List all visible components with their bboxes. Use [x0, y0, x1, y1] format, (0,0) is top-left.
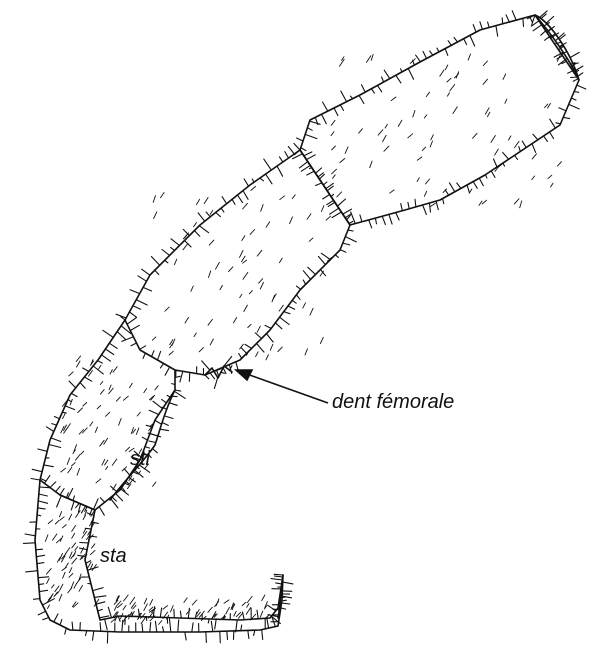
label-sti: sti [130, 449, 150, 469]
femur-segment [125, 150, 350, 375]
tarsus-segment [35, 480, 283, 632]
tibia-inner-edge [110, 390, 175, 500]
label-sta: sta [100, 546, 127, 566]
tarsal-joint [60, 495, 95, 510]
pointer-arrow [236, 370, 328, 403]
label-femoral-tooth: dent fémorale [332, 392, 454, 412]
coxa-segment [300, 15, 579, 225]
